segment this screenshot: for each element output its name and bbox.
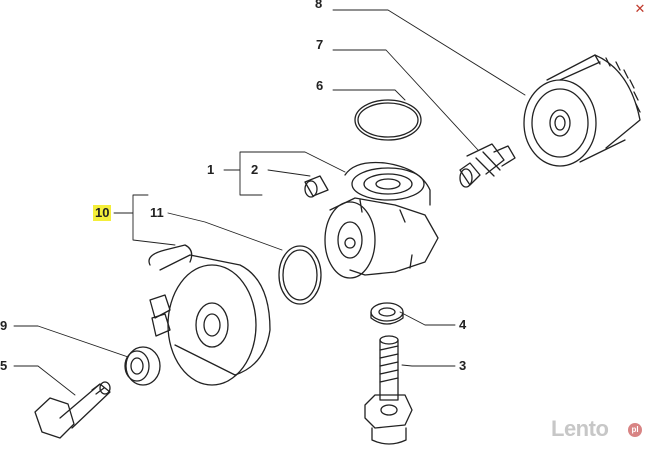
callout-4: 4 <box>459 317 467 332</box>
filter-housing <box>324 161 439 279</box>
sealing-washer <box>124 346 161 386</box>
watermark-logo: Lento <box>551 416 609 441</box>
callout-7: 7 <box>316 37 324 52</box>
callout-1: 1 <box>207 162 215 177</box>
close-icon[interactable]: ✕ <box>634 1 646 17</box>
banjo-bolt <box>34 381 111 439</box>
callout-10: 10 <box>93 205 112 221</box>
watermark-badge: pl <box>628 423 642 437</box>
o-ring-large <box>354 99 422 141</box>
callout-6: 6 <box>316 78 324 93</box>
bushing-small <box>304 175 329 198</box>
seal-ring <box>370 302 404 325</box>
o-ring-medium <box>278 245 322 305</box>
callout-9: 9 <box>0 318 8 333</box>
callout-8: 8 <box>315 0 323 11</box>
callout-11: 11 <box>150 205 164 220</box>
oil-filter <box>523 54 641 167</box>
oil-cooler <box>148 244 271 386</box>
callout-5: 5 <box>0 358 8 373</box>
threaded-stud <box>364 335 413 445</box>
leader-lines <box>13 9 526 396</box>
union-fitting <box>459 143 516 188</box>
callout-3: 3 <box>459 358 467 373</box>
callout-2: 2 <box>251 162 259 177</box>
